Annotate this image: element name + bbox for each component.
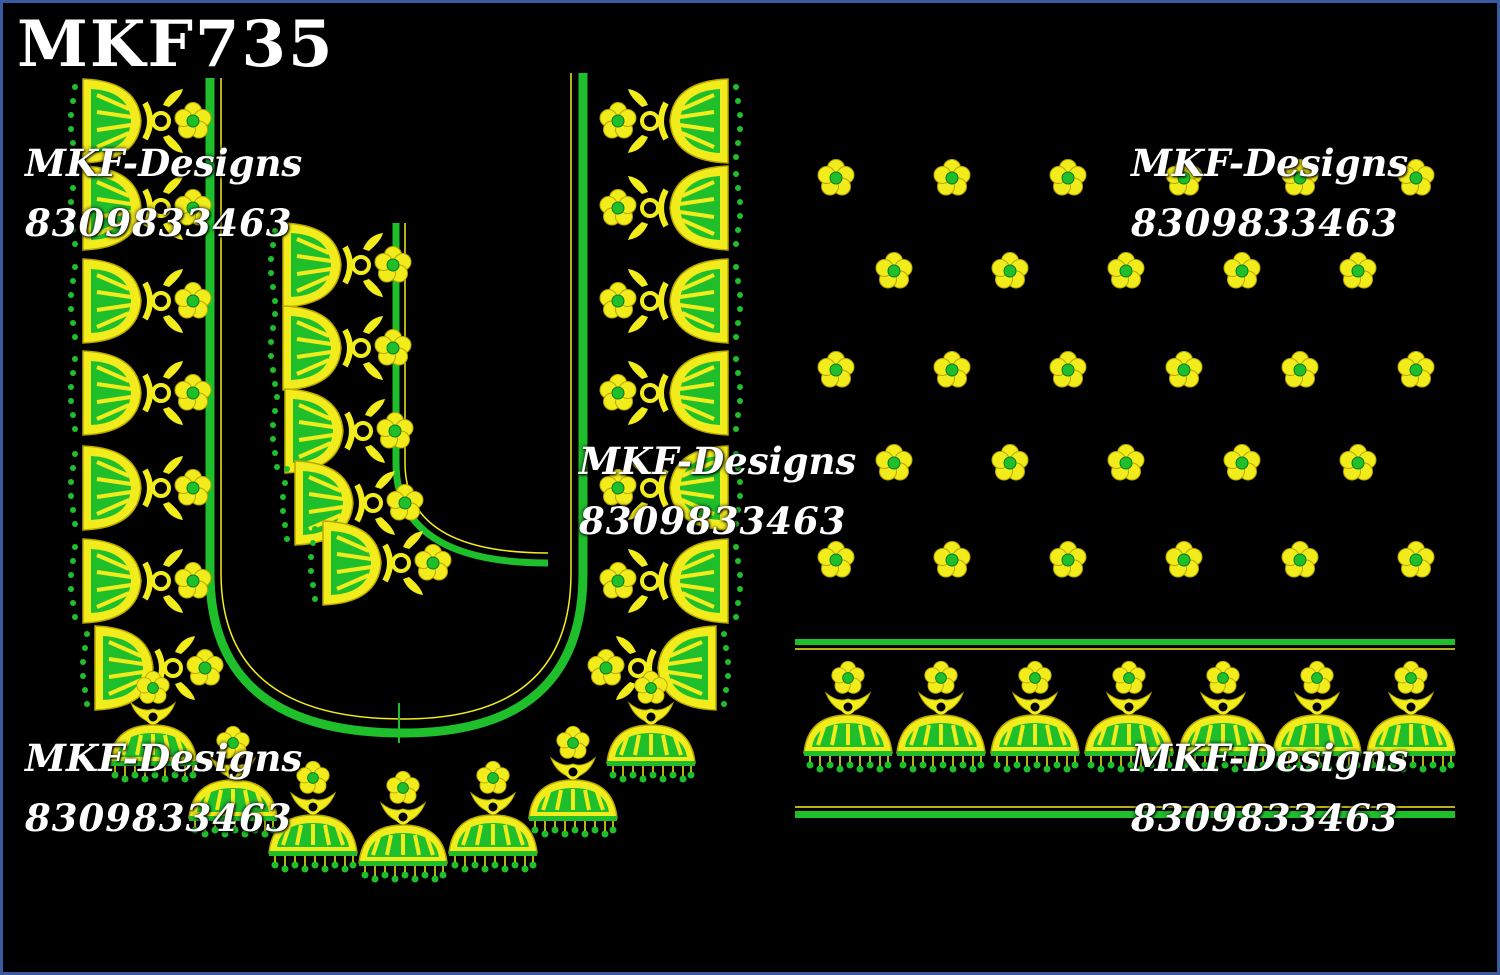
design-code: MKF735 [17,7,335,82]
watermark-brand: MKF-Designs [579,439,857,483]
watermark-phone: 8309833463 [25,796,293,840]
embroidery-artwork [3,73,1497,972]
watermark-brand: MKF-Designs [25,736,303,780]
sleeve-border [795,639,1455,818]
watermark-phone: 8309833463 [1131,201,1399,245]
neck-outline [205,73,588,743]
watermark-phone: 8309833463 [25,201,293,245]
watermark-brand: MKF-Designs [1131,736,1409,780]
inner-neck-bells [268,223,451,605]
watermark-phone: 8309833463 [579,499,847,543]
watermark: MKF-Designs 8309833463 [1131,728,1408,848]
watermark-brand: MKF-Designs [1131,141,1409,185]
watermark-phone: 8309833463 [1131,796,1399,840]
watermark-brand: MKF-Designs [25,141,303,185]
watermark: MKF-Designs 8309833463 [1131,133,1408,253]
watermark: MKF-Designs 8309833463 [579,431,856,551]
watermark: MKF-Designs 8309833463 [25,133,302,253]
watermark: MKF-Designs 8309833463 [25,728,302,848]
right-column-bells [588,79,743,710]
